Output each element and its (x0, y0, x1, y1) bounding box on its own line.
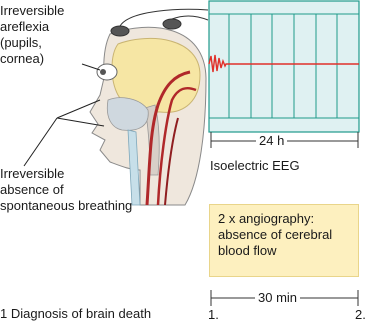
eeg-duration: 24 h (256, 133, 287, 148)
eeg-caption: Isoelectric EEG (210, 158, 300, 173)
pupil (100, 69, 106, 75)
angiography-box: 2 x angiography: absence of cerebral blo… (209, 204, 359, 277)
electrode-right (163, 19, 181, 29)
figure-caption: 1 Diagnosis of brain death (0, 306, 376, 322)
electrode-cable-right (172, 16, 208, 20)
label-breathing: Irreversible absence of spontaneous brea… (0, 166, 132, 214)
electrode-left (111, 26, 129, 36)
pointer-breathing-3 (24, 118, 57, 166)
label-areflexia: Irreversible areflexia (pupils, cornea) (0, 3, 64, 67)
angiography-duration: 30 min (255, 290, 300, 305)
pointer-areflexia (82, 64, 100, 70)
